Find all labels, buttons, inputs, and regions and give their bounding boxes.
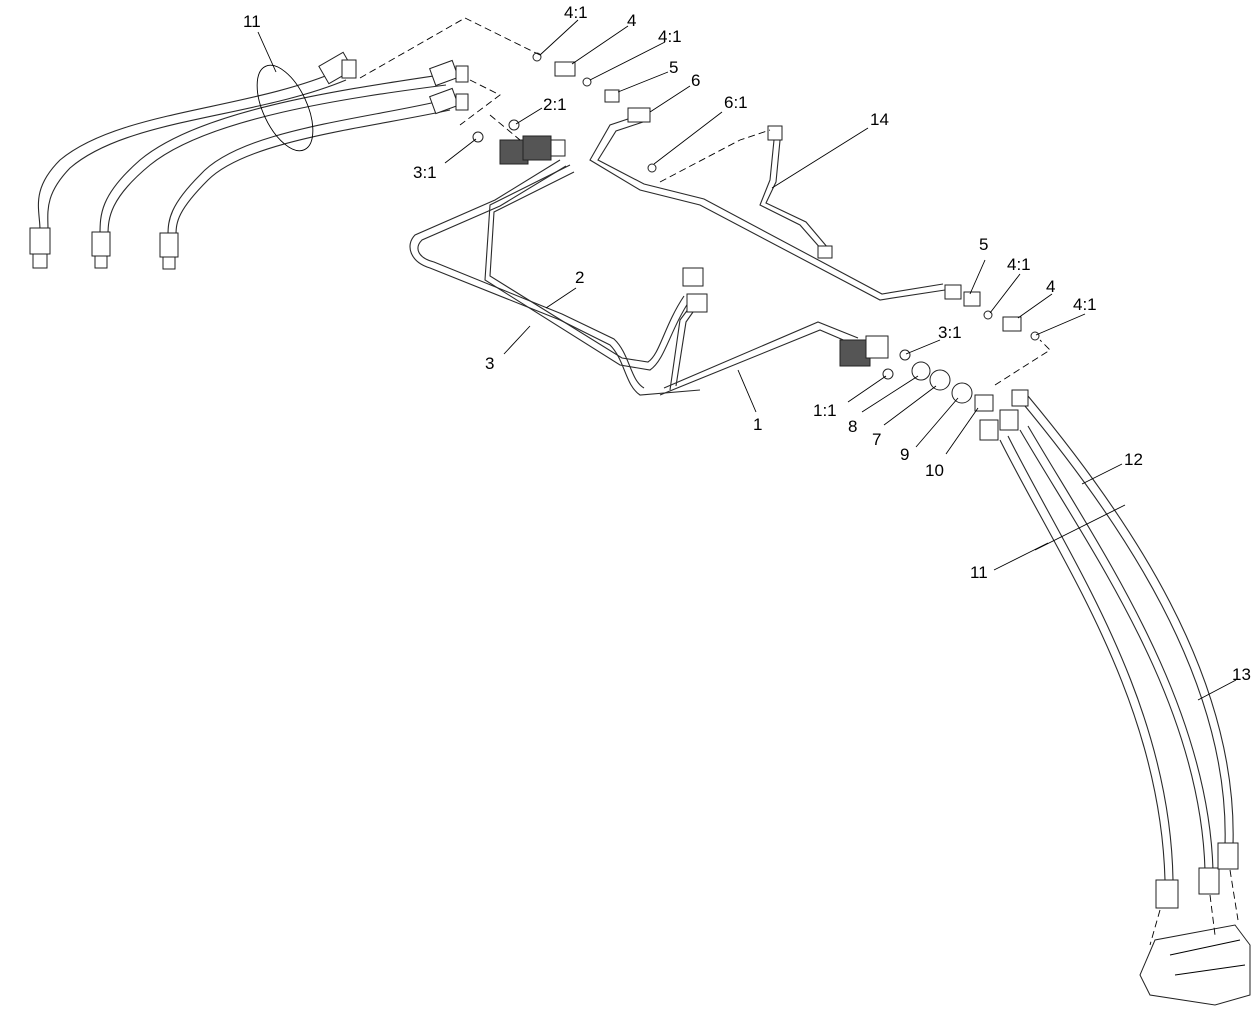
callout-2-1: 2:1 [543, 95, 567, 114]
right-hoses [979, 389, 1251, 1006]
callout-2: 2 [575, 268, 584, 287]
callout-9: 9 [900, 445, 909, 464]
callout-14: 14 [870, 110, 889, 129]
small-lines [589, 107, 962, 301]
callout-4: 4 [1046, 277, 1055, 296]
callout-10: 10 [925, 461, 944, 480]
callout-4: 4 [627, 11, 636, 30]
callout-4-1: 4:1 [1073, 295, 1097, 314]
callout-3: 3 [485, 354, 494, 373]
leader-lines [257, 19, 1237, 701]
small-fittings [472, 52, 1040, 412]
callout-5: 5 [669, 58, 678, 77]
callout-4-1: 4:1 [1007, 255, 1031, 274]
callout-12: 12 [1124, 450, 1143, 469]
callout-5: 5 [979, 235, 988, 254]
callout-4-1: 4:1 [658, 27, 682, 46]
callout-4-1: 4:1 [564, 3, 588, 22]
callout-13: 13 [1232, 665, 1251, 684]
upper-left-hoses [29, 51, 469, 270]
callout-1: 1 [753, 415, 762, 434]
tube-assemblies [409, 135, 889, 396]
callout-labels: 11 4:1 4 4:1 5 6 6:1 2:1 3:1 14 5 4:1 4 … [243, 3, 1251, 684]
callout-11: 11 [243, 12, 261, 31]
callout-1-1: 1:1 [813, 401, 837, 420]
callout-6: 6 [691, 71, 700, 90]
reference-lines [359, 17, 1239, 946]
callout-3-1: 3:1 [938, 323, 962, 342]
callout-3-1: 3:1 [413, 163, 437, 182]
callout-6-1: 6:1 [724, 93, 748, 112]
callout-8: 8 [848, 417, 857, 436]
callout-7: 7 [872, 430, 881, 449]
callout-11: 11 [970, 563, 988, 582]
